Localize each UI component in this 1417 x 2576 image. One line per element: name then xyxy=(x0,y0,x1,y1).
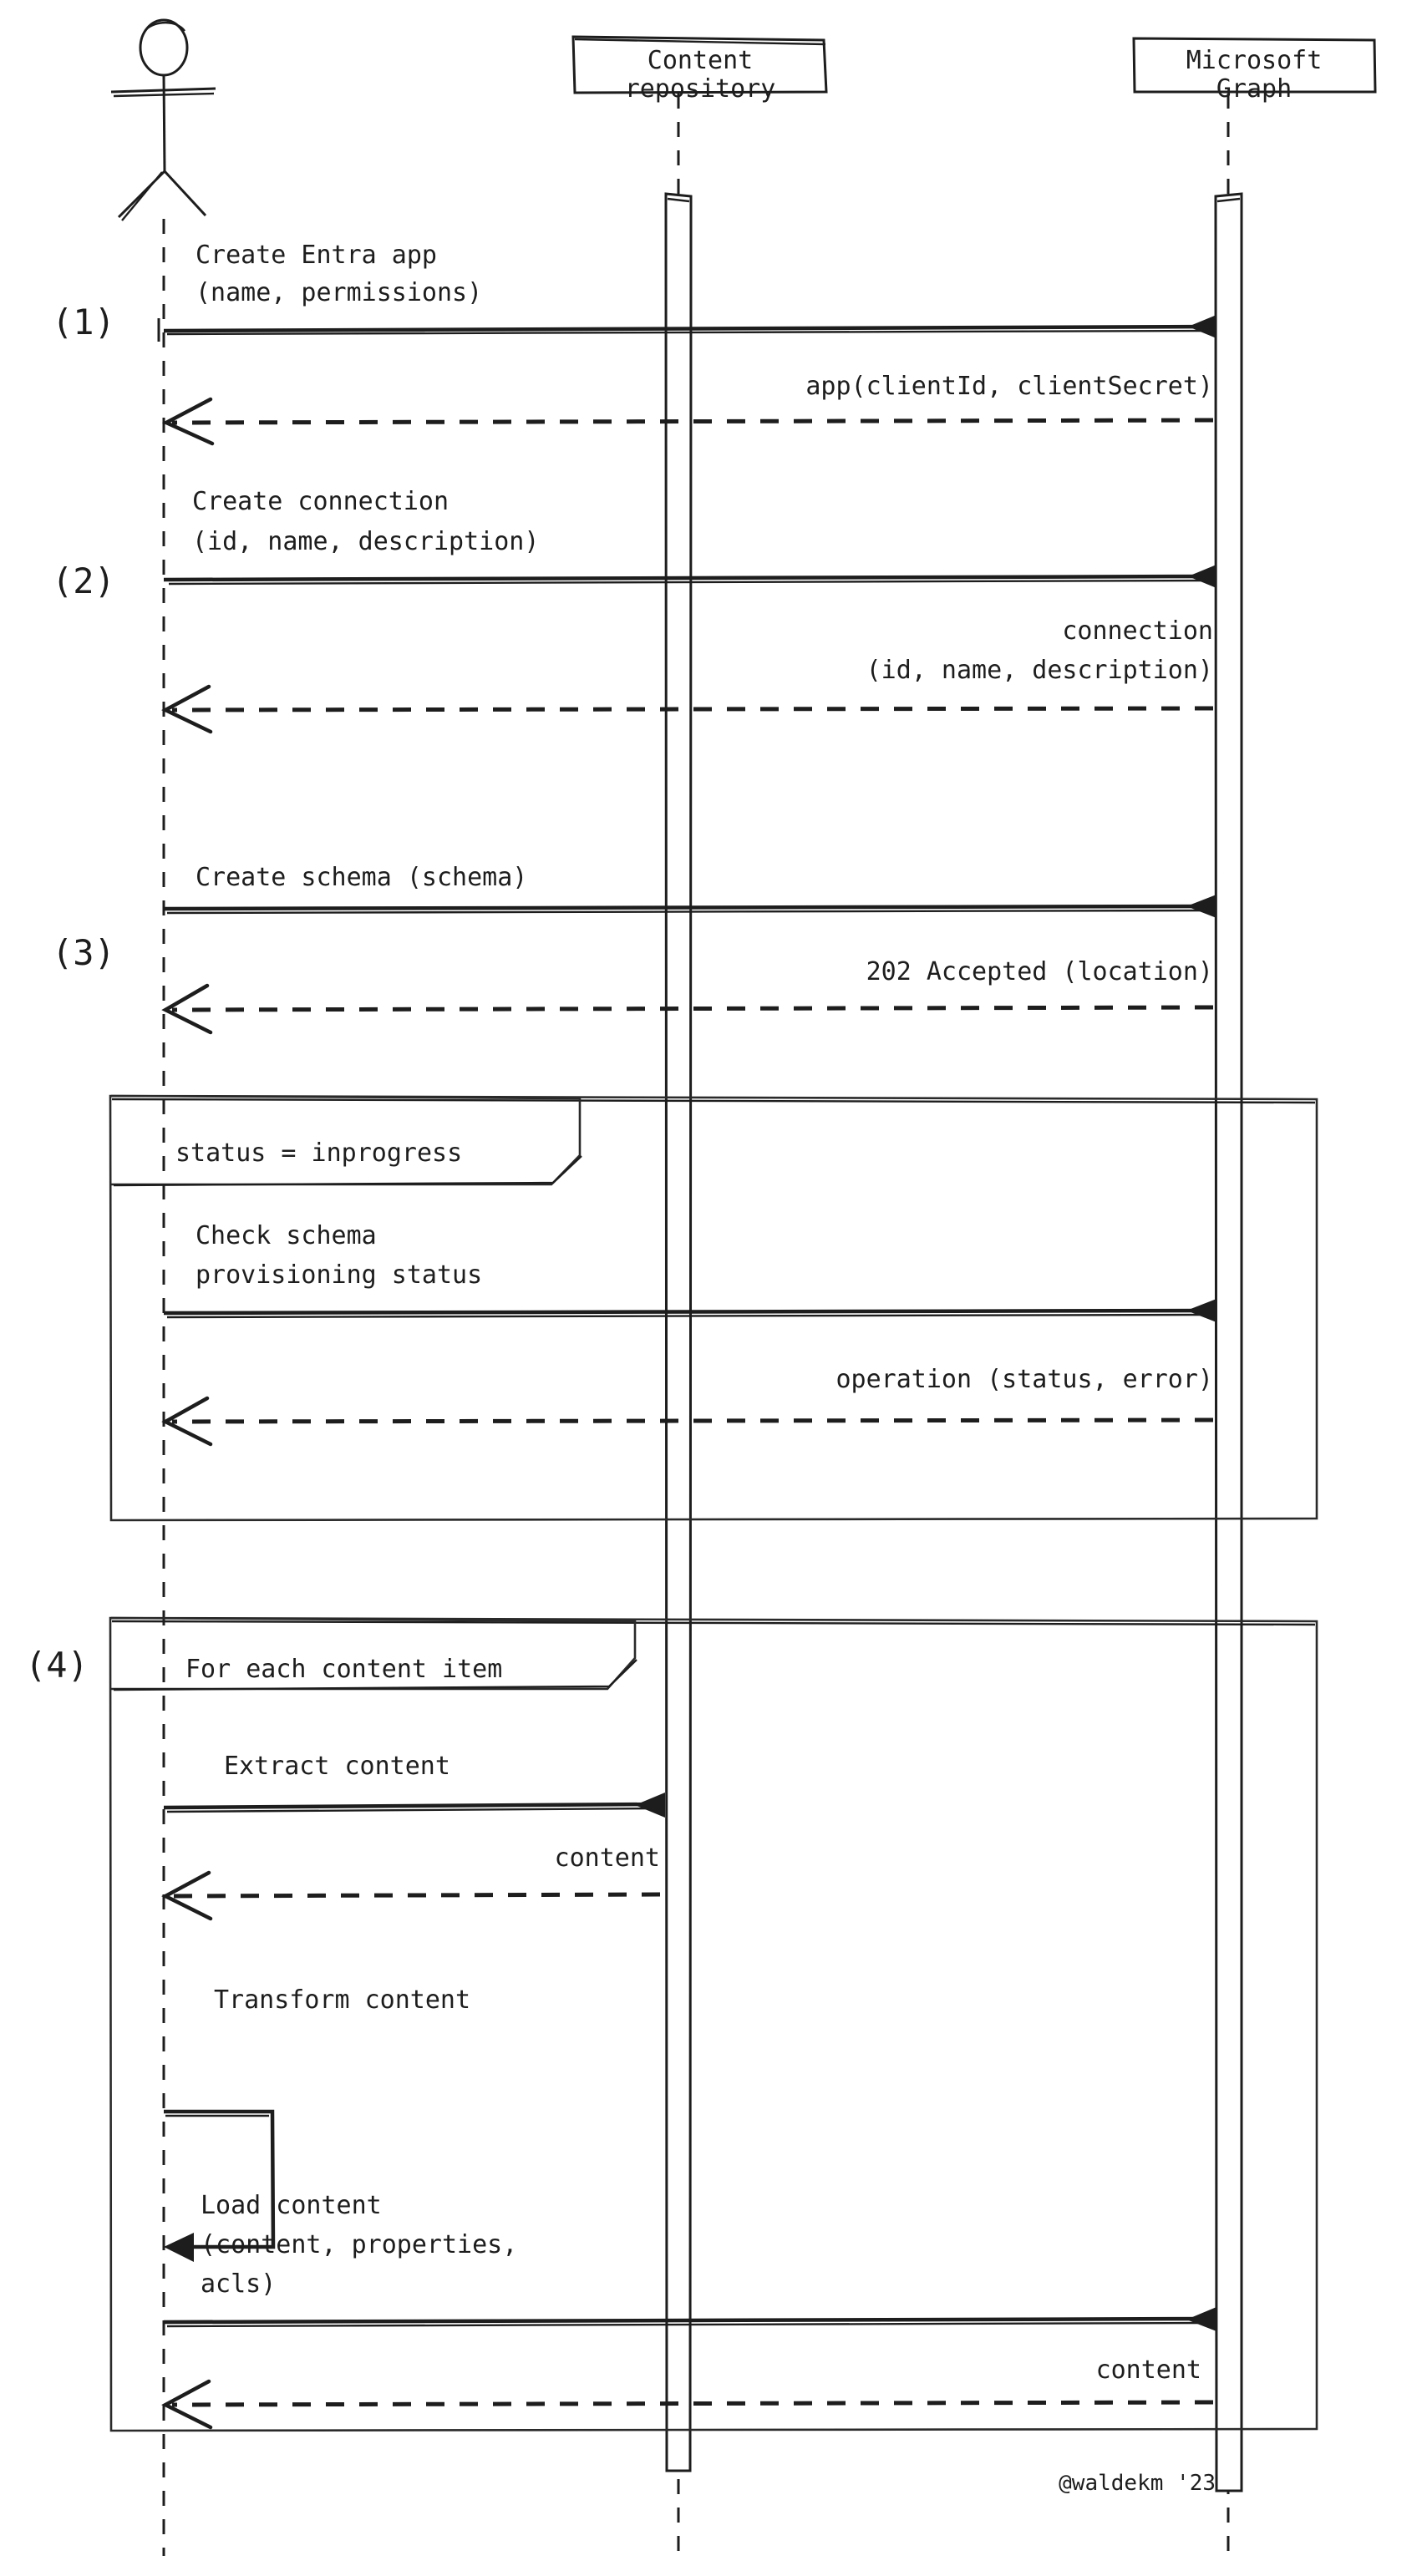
message-label-line3: acls) xyxy=(201,2269,276,2299)
group-box-for-each-content-item: For each content item xyxy=(109,1616,1318,2432)
activation-bar-content-repository xyxy=(664,192,693,2472)
participant-label-repo-line2: repository xyxy=(625,74,776,104)
step-number-3: (3) xyxy=(52,932,115,973)
message-content-return-from-graph: content xyxy=(161,2355,1214,2430)
message-create-entra-app: Create Entra app (name, permissions) xyxy=(157,241,1216,342)
message-label-line1: connection xyxy=(1062,616,1213,646)
actor-stick-figure xyxy=(110,18,216,221)
message-label-line1: Extract content xyxy=(224,1752,450,1781)
message-label-line1: content xyxy=(555,1843,660,1873)
message-label-line2: (content, properties, xyxy=(201,2230,517,2259)
participant-label-repo-line1: Content xyxy=(648,46,753,75)
message-label-line2: (id, name, description) xyxy=(192,527,539,556)
message-operation-status-return: operation (status, error) xyxy=(161,1365,1214,1447)
watermark-credit: @waldekm '23 xyxy=(1059,2471,1216,2496)
message-load-content: Load content (content, properties, acls) xyxy=(163,2191,1216,2331)
group-label-status: status = inprogress xyxy=(175,1138,462,1168)
group-box-status-inprogress: status = inprogress xyxy=(109,1094,1318,1522)
message-label-line1: Create connection xyxy=(192,487,449,516)
message-extract-content: Extract content xyxy=(163,1752,665,1818)
message-label-line2: (id, name, description) xyxy=(866,656,1213,685)
message-202-accepted-return: 202 Accepted (location) xyxy=(161,957,1214,1035)
message-label-line1: app(clientId, clientSecret) xyxy=(805,372,1213,401)
message-label-line1: Create Entra app xyxy=(196,241,437,270)
message-label-line1: content xyxy=(1096,2355,1201,2385)
group-label-foreach: For each content item xyxy=(185,1655,502,1684)
message-create-schema: Create schema (schema) xyxy=(163,863,1216,918)
message-label-line1: Load content xyxy=(201,2191,382,2220)
message-label-line2: provisioning status xyxy=(196,1260,482,1290)
message-label-line1: operation (status, error) xyxy=(835,1365,1213,1394)
participant-box-content-repository: Content repository xyxy=(571,35,828,104)
activation-bar-microsoft-graph xyxy=(1214,192,1243,2492)
message-check-schema-status: Check schema provisioning status xyxy=(163,1221,1216,1322)
participant-label-graph-line1: Microsoft xyxy=(1186,46,1323,75)
message-app-credentials-return: app(clientId, clientSecret) xyxy=(161,372,1214,446)
message-label-line2: (name, permissions) xyxy=(196,278,482,307)
message-label-line1: Check schema xyxy=(196,1221,377,1250)
message-transform-content-self: Transform content xyxy=(164,1985,470,2262)
message-label-line1: Transform content xyxy=(214,1985,470,2015)
participant-box-microsoft-graph: Microsoft Graph xyxy=(1132,37,1377,104)
message-label-line1: 202 Accepted (location) xyxy=(866,957,1213,986)
message-content-return-from-repo: content xyxy=(161,1843,661,1921)
step-number-1: (1) xyxy=(52,302,115,342)
message-label-line1: Create schema (schema) xyxy=(196,863,527,892)
step-number-4: (4) xyxy=(25,1645,89,1686)
message-create-connection: Create connection (id, name, description… xyxy=(163,487,1216,588)
step-number-2: (2) xyxy=(52,560,115,601)
message-connection-return: connection (id, name, description) xyxy=(161,616,1214,734)
